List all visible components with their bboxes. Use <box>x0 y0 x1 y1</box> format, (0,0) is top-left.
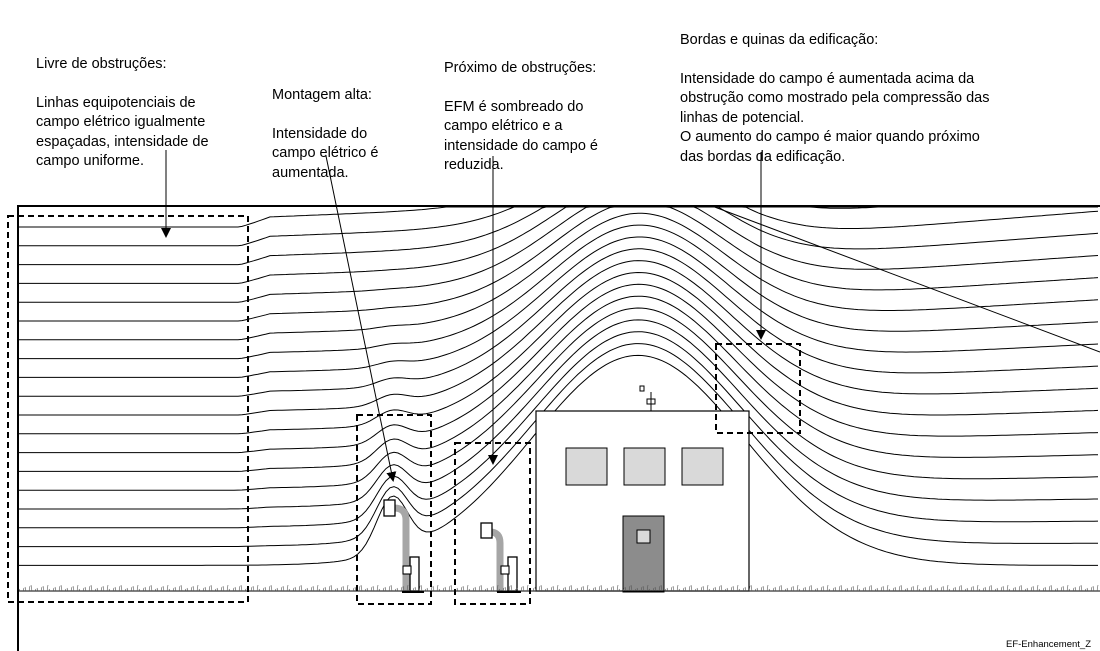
highlight-box-high-mount <box>356 414 432 605</box>
annotation-edges: Bordas e quinas da edificação: Intensida… <box>680 11 990 187</box>
equipotential-line <box>18 206 1099 266</box>
domain-frame <box>17 205 1100 651</box>
equipotential-line <box>18 307 1099 491</box>
annotation-high-mount: Montagem alta: Intensidade do campo elét… <box>272 66 378 203</box>
equipotential-line <box>18 295 1099 472</box>
annotation-free-body: Linhas equipotenciais de campo elétrico … <box>36 94 209 170</box>
equipotential-line <box>18 224 1099 360</box>
annotation-near: Próximo de obstruções: EFM é sombreado d… <box>444 39 598 195</box>
arrow-high-mount <box>325 155 397 482</box>
building-window-3 <box>681 447 724 486</box>
equipotential-lines <box>18 205 1100 566</box>
equipotential-line <box>18 236 1099 378</box>
equipotential-line <box>18 319 1098 510</box>
grass <box>18 584 1099 592</box>
equipotential-line <box>18 331 1099 529</box>
building-window-1 <box>565 447 608 486</box>
building-door-window <box>636 529 651 544</box>
highlight-box-free <box>7 215 249 603</box>
equipotential-line <box>18 206 1099 322</box>
equipotential-line <box>18 343 1099 548</box>
highlight-box-near <box>454 442 531 605</box>
building-door <box>622 515 665 593</box>
figure-id-tag: EF-Enhancement_Z <box>1006 639 1092 650</box>
annotation-high-mount-body: Intensidade do campo elétrico é aumentad… <box>272 125 379 181</box>
equipotential-line <box>18 212 1099 341</box>
equipotential-line <box>18 271 1099 435</box>
annotation-free-title: Livre de obstruções: <box>36 55 167 72</box>
annotation-high-mount-title: Montagem alta: <box>272 86 372 103</box>
annotation-edges-title: Bordas e quinas da edificação: <box>680 31 879 48</box>
equipotential-line <box>18 248 1099 397</box>
highlight-box-edges <box>715 343 801 434</box>
annotation-free: Livre de obstruções: Linhas equipotencia… <box>36 35 209 191</box>
equipotential-line <box>18 283 1099 454</box>
annotation-edges-body: Intensidade do campo é aumentada acima d… <box>680 70 990 165</box>
annotation-near-title: Próximo de obstruções: <box>444 59 597 76</box>
high-mount-sensor <box>383 499 424 593</box>
roof-sensor <box>639 385 656 411</box>
annotation-near-body: EFM é sombreado do campo elétrico e a in… <box>444 98 598 174</box>
building-window-2 <box>623 447 666 486</box>
near-obstruction-sensor <box>480 522 521 593</box>
equipotential-line <box>18 260 1099 416</box>
diagonal-reference-line <box>711 205 1100 353</box>
equipotential-line <box>18 206 1099 303</box>
equipotential-line <box>18 354 1098 566</box>
equipotential-line <box>18 206 1099 284</box>
